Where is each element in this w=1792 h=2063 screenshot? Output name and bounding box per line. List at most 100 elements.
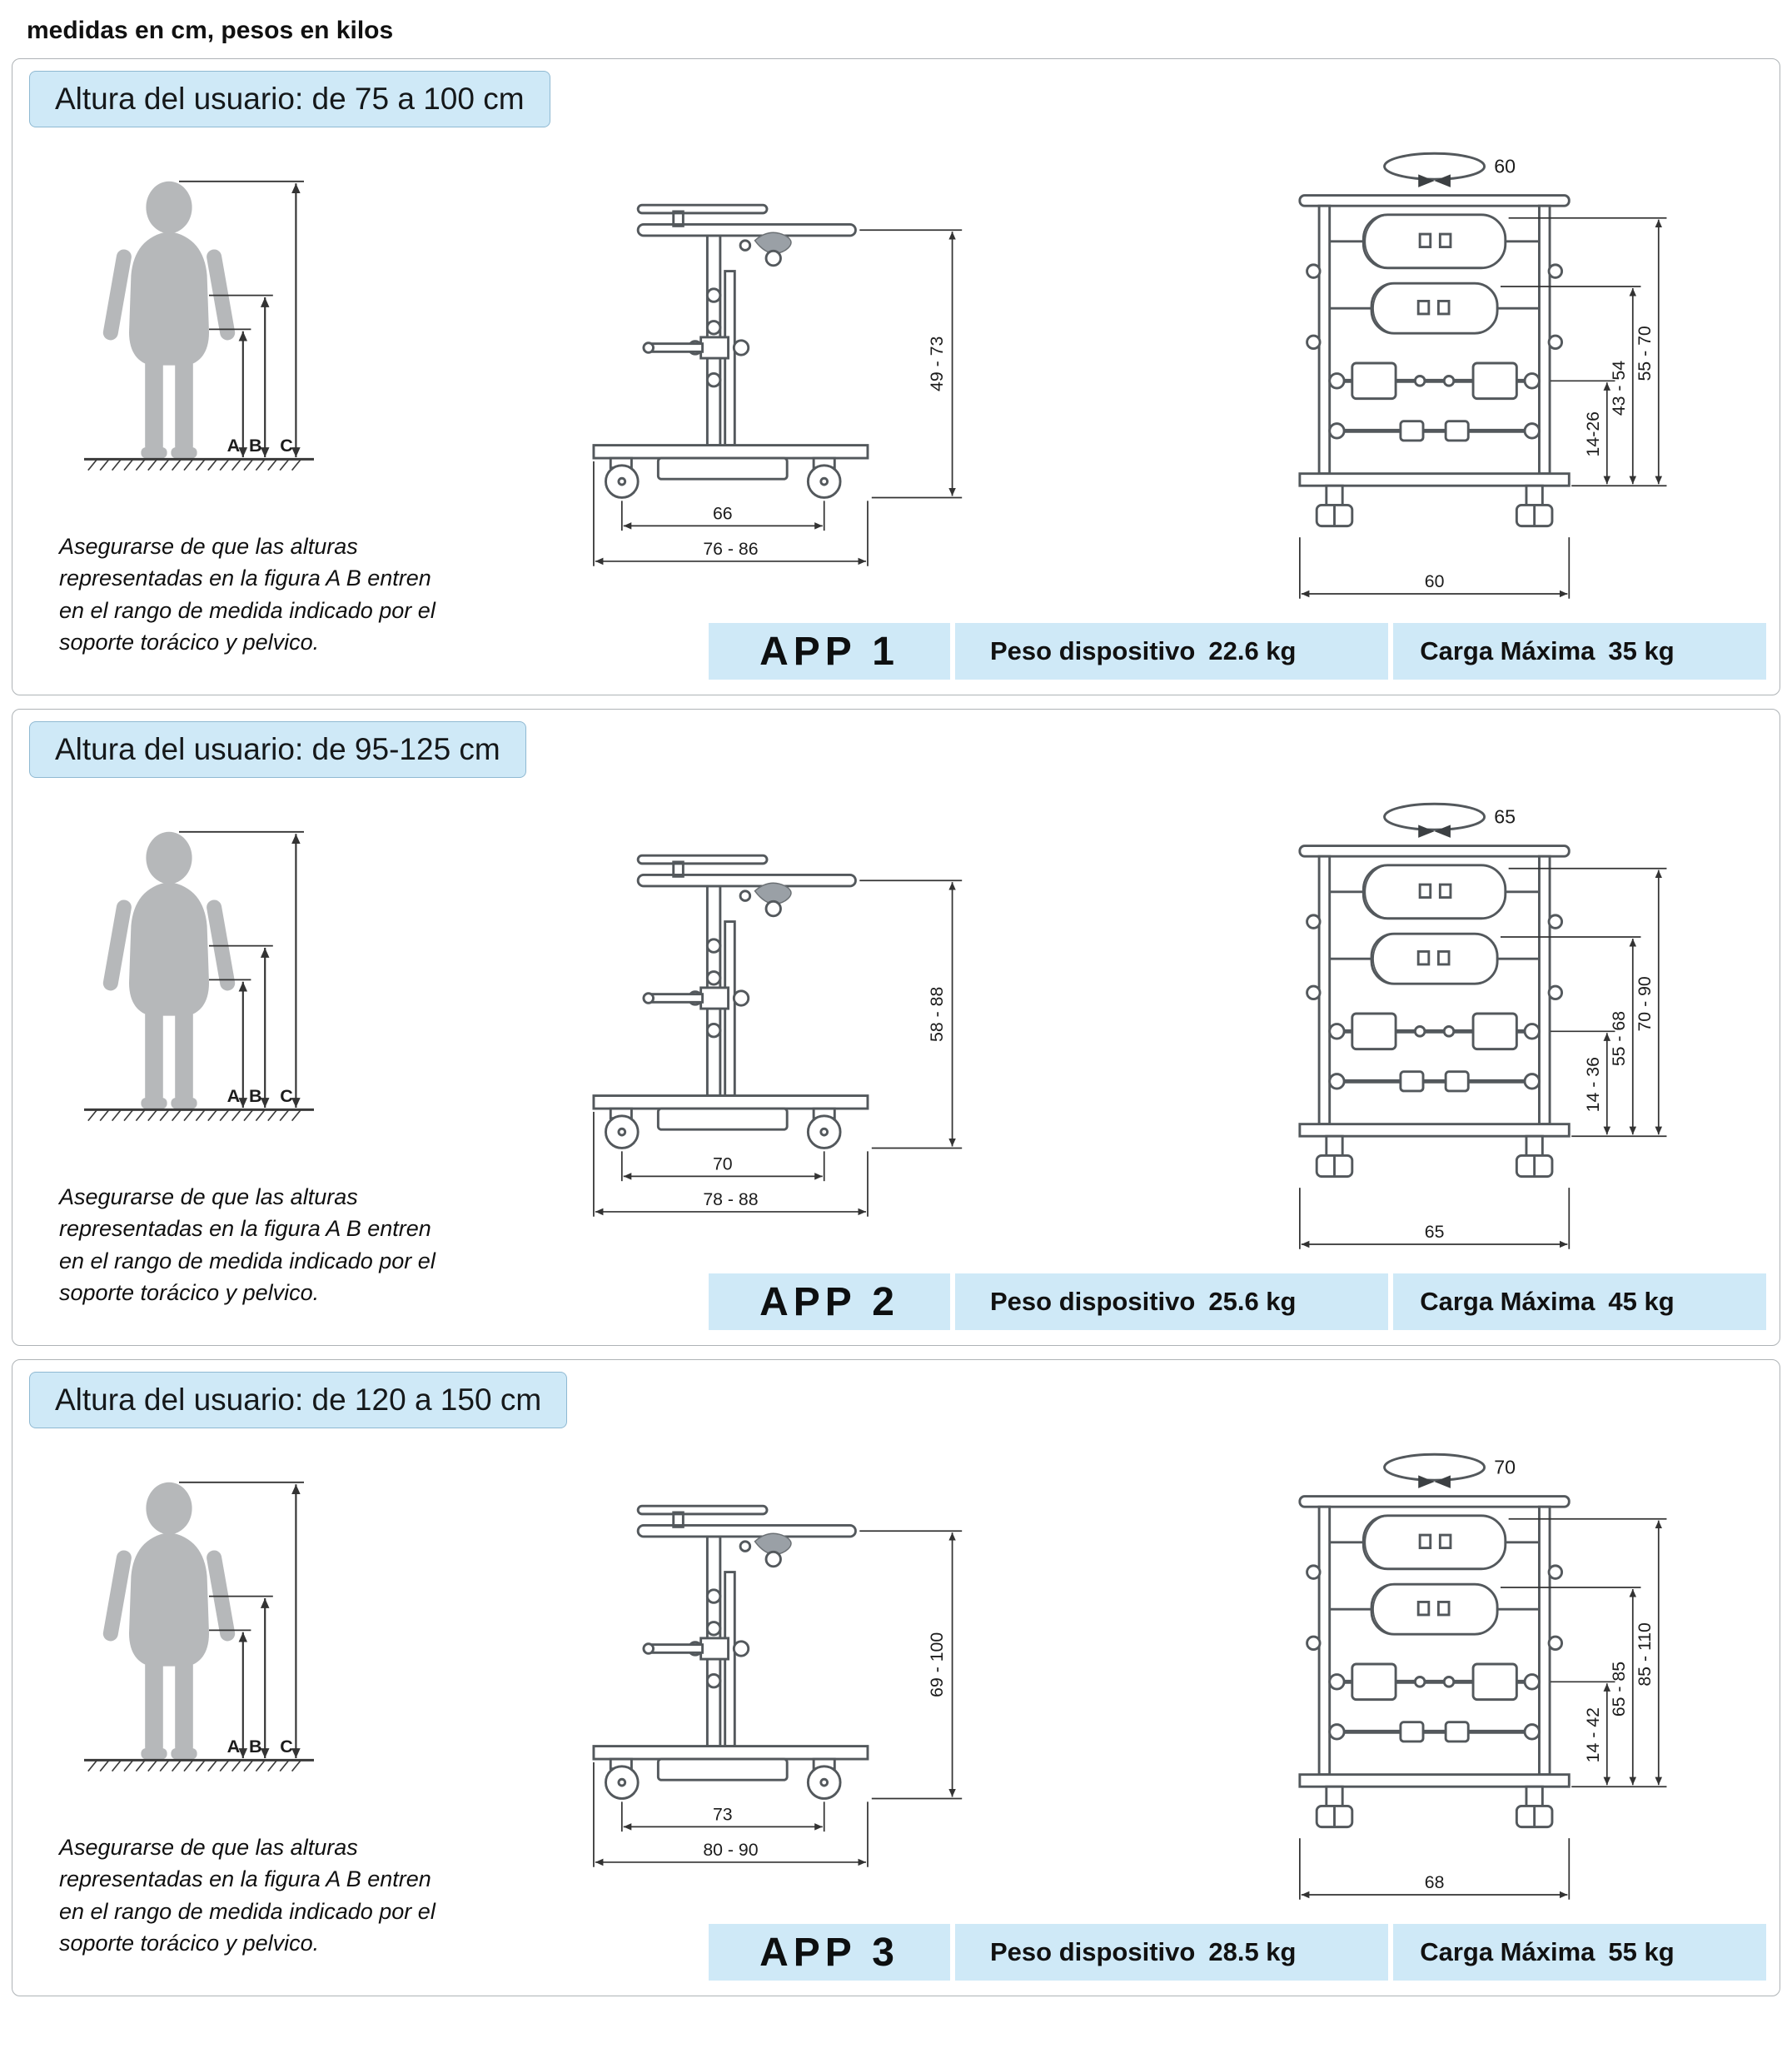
spec-bar: APP 1 Peso dispositivo 22.6 kg Carga Máx…: [709, 623, 1766, 680]
front-view-dimensions: 60 55 - 70 43 - 54 14-26: [1299, 155, 1667, 599]
ground-hatching: [84, 457, 314, 471]
dim-front-rotation: 65: [1494, 805, 1516, 827]
device-weight-cell: Peso dispositivo 28.5 kg: [955, 1924, 1389, 1981]
device-weight-label: Peso dispositivo: [990, 1287, 1196, 1316]
section-title-badge: Altura del usuario: de 120 a 150 cm: [29, 1372, 568, 1428]
stander-front-drawing: [1298, 1453, 1570, 1829]
side-view-dimensions: 58 - 88 70 78 - 88: [593, 880, 963, 1217]
fitting-note: Asegurarse de que las alturas representa…: [59, 1835, 436, 1956]
dim-side-width-outer: 80 - 90: [703, 1840, 758, 1860]
max-load-label: Carga Máxima: [1420, 1937, 1595, 1966]
units-note: medidas en cm, pesos en kilos: [27, 17, 394, 44]
dim-label-c: C: [280, 1736, 293, 1757]
dim-side-width-inner: 66: [713, 504, 733, 524]
app-model-label: APP 1: [709, 623, 950, 680]
dim-side-width-outer: 78 - 88: [703, 1189, 758, 1209]
max-load-label: Carga Máxima: [1420, 1287, 1595, 1316]
dim-front-height-outer: 85 - 110: [1635, 1622, 1655, 1687]
side-view-dimensions: 69 - 100 73 80 - 90: [593, 1530, 963, 1867]
dim-side-height: 58 - 88: [927, 987, 947, 1042]
device-weight-value: 28.5 kg: [1208, 1937, 1297, 1966]
device-weight-value: 25.6 kg: [1208, 1287, 1297, 1316]
dim-side-height: 69 - 100: [927, 1632, 947, 1697]
ground-hatching: [84, 1758, 314, 1772]
max-load-value: 45 kg: [1608, 1287, 1675, 1316]
max-load-value: 55 kg: [1608, 1937, 1675, 1966]
stander-side-view: 69 - 100 73 80 - 90: [592, 1504, 963, 1867]
max-load-label: Carga Máxima: [1420, 636, 1595, 665]
child-silhouette: [102, 181, 236, 459]
dim-label-b: B: [249, 435, 262, 456]
dim-side-width-outer: 76 - 86: [703, 539, 758, 559]
dim-front-height-outer: 55 - 70: [1635, 326, 1655, 381]
dim-label-c: C: [280, 1085, 293, 1106]
technical-drawings: 58 - 88 70 78 - 88: [459, 778, 1766, 1268]
dim-label-c: C: [280, 435, 293, 456]
dim-front-width-base: 68: [1425, 1872, 1445, 1892]
stander-front-drawing: [1298, 802, 1570, 1179]
section-app2: Altura del usuario: de 95-125 cm: [12, 709, 1780, 1346]
stander-side-view: 58 - 88 70 78 - 88: [592, 854, 963, 1217]
technical-drawings: 49 - 73 66 76 - 86: [459, 127, 1766, 618]
stander-side-drawing: [592, 854, 869, 1149]
section-app1: Altura del usuario: de 75 a 100 cm: [12, 58, 1780, 695]
child-height-figure: A B C: [84, 180, 314, 471]
app-model-label: APP 2: [709, 1273, 950, 1330]
dim-front-height-mid: 65 - 85: [1609, 1662, 1629, 1717]
stander-side-drawing: [592, 203, 869, 499]
stander-front-view: 70 85 - 110 65 - 85 14 - 42: [1298, 1453, 1667, 1900]
device-weight-value: 22.6 kg: [1208, 636, 1297, 665]
stander-front-view: 60 55 - 70 43 - 54 14-26: [1298, 152, 1667, 599]
child-silhouette: [102, 1482, 236, 1760]
app-model-label: APP 3: [709, 1924, 950, 1981]
front-view-dimensions: 70 85 - 110 65 - 85 14 - 42: [1299, 1456, 1667, 1900]
dim-front-height-mid: 55 - 68: [1609, 1011, 1629, 1066]
stander-front-view: 65 70 - 90 55 - 68 14 - 36: [1298, 802, 1667, 1249]
dim-label-b: B: [249, 1085, 262, 1106]
fitting-note: Asegurarse de que las alturas representa…: [59, 534, 436, 655]
dim-front-rotation: 60: [1494, 155, 1516, 177]
height-dimension-arrows: [179, 830, 304, 1108]
dim-label-b: B: [249, 1736, 262, 1757]
section-app3: Altura del usuario: de 120 a 150 cm: [12, 1359, 1780, 1996]
section-title-badge: Altura del usuario: de 95-125 cm: [29, 721, 526, 778]
user-figure-column: A B C Asegurarse de que las alturas repr…: [26, 1428, 459, 1959]
max-load-cell: Carga Máxima 45 kg: [1393, 1273, 1766, 1330]
spec-bar: APP 2 Peso dispositivo 25.6 kg Carga Máx…: [709, 1273, 1766, 1330]
dim-front-width-base: 60: [1425, 571, 1445, 591]
stander-side-drawing: [592, 1504, 869, 1800]
user-figure-column: A B C Asegurarse de que las alturas repr…: [26, 778, 459, 1308]
dim-front-rotation: 70: [1494, 1456, 1516, 1477]
dim-label-a: A: [227, 1736, 241, 1757]
dim-front-height-outer: 70 - 90: [1635, 976, 1655, 1031]
max-load-value: 35 kg: [1608, 636, 1675, 665]
child-height-figure: A B C: [84, 1481, 314, 1772]
child-silhouette: [102, 831, 236, 1109]
dim-front-height-mid: 43 - 54: [1609, 361, 1629, 416]
child-height-figure: A B C: [84, 830, 314, 1122]
device-weight-label: Peso dispositivo: [990, 1937, 1196, 1966]
device-weight-cell: Peso dispositivo 25.6 kg: [955, 1273, 1389, 1330]
stander-front-drawing: [1298, 152, 1570, 528]
dim-front-height-inner: 14 - 36: [1583, 1057, 1603, 1112]
device-weight-label: Peso dispositivo: [990, 636, 1196, 665]
fitting-note: Asegurarse de que las alturas representa…: [59, 1184, 436, 1305]
technical-drawings: 69 - 100 73 80 - 90: [459, 1428, 1766, 1919]
dim-label-a: A: [227, 1085, 241, 1106]
dim-side-width-inner: 70: [713, 1154, 733, 1174]
stander-side-view: 49 - 73 66 76 - 86: [592, 203, 963, 566]
dim-front-width-base: 65: [1425, 1222, 1445, 1242]
dim-front-height-inner: 14 - 42: [1583, 1707, 1603, 1762]
section-title-badge: Altura del usuario: de 75 a 100 cm: [29, 71, 550, 127]
dim-side-height: 49 - 73: [927, 336, 947, 391]
front-view-dimensions: 65 70 - 90 55 - 68 14 - 36: [1299, 805, 1667, 1249]
device-weight-cell: Peso dispositivo 22.6 kg: [955, 623, 1389, 680]
max-load-cell: Carga Máxima 55 kg: [1393, 1924, 1766, 1981]
dim-side-width-inner: 73: [713, 1805, 733, 1825]
side-view-dimensions: 49 - 73 66 76 - 86: [593, 229, 963, 566]
ground-hatching: [84, 1108, 314, 1122]
max-load-cell: Carga Máxima 35 kg: [1393, 623, 1766, 680]
height-dimension-arrows: [179, 180, 304, 457]
dim-label-a: A: [227, 435, 241, 456]
dim-front-height-inner: 14-26: [1583, 411, 1603, 456]
